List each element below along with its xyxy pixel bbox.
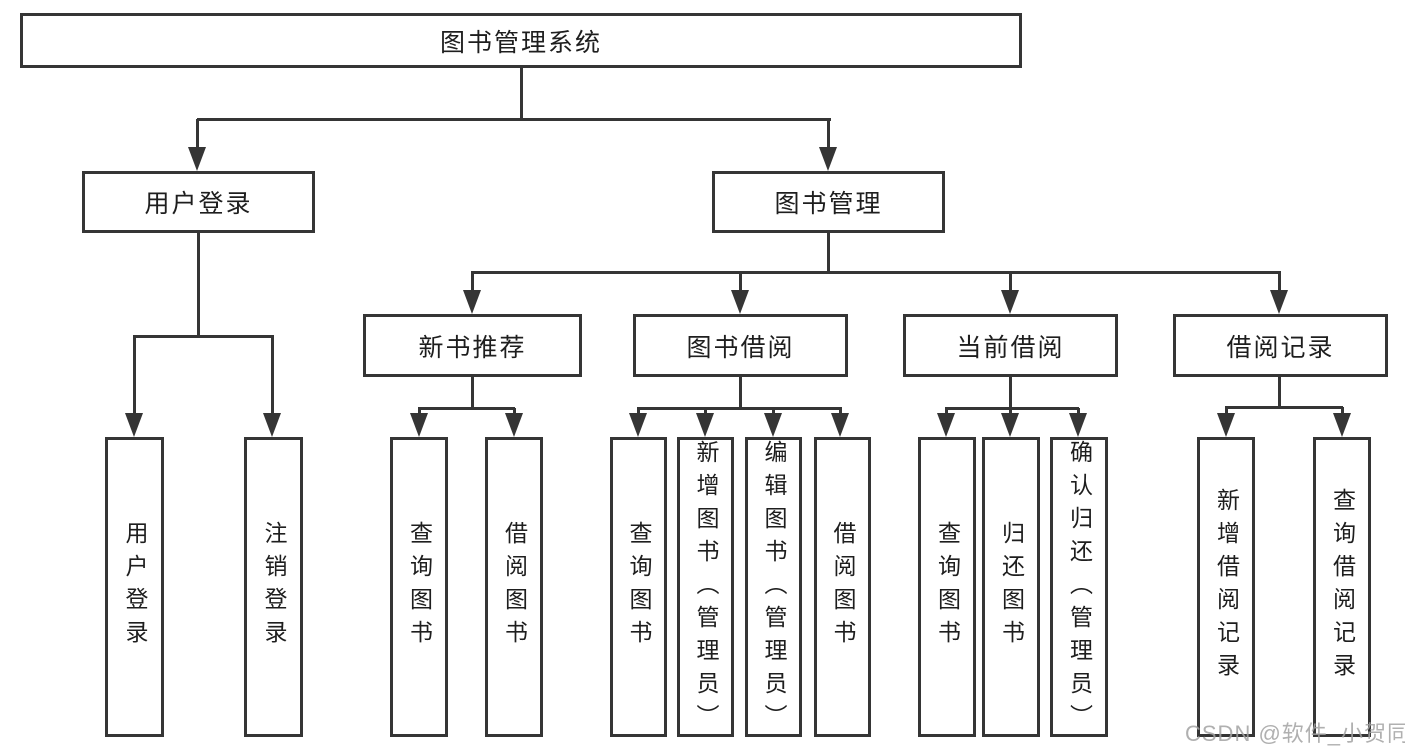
connector-stub-leaf — [1077, 408, 1080, 417]
leaf-edit-books-admin: 编辑图书（管理员） — [745, 437, 802, 737]
connector-stub-leaf — [945, 408, 948, 417]
arrow-down-icon — [819, 147, 837, 171]
connector-current-borrow-rail — [945, 407, 1079, 410]
connector-stub-new-book — [471, 272, 474, 292]
node-label: 编辑图书（管理员） — [761, 440, 787, 737]
arrow-down-icon — [125, 413, 143, 437]
arrow-down-icon — [1270, 290, 1288, 314]
node-label: 查询图书 — [406, 521, 433, 653]
connector-stub-leaf — [839, 408, 842, 417]
connector-stub-book-management — [827, 119, 830, 150]
connector-stub-leaf — [418, 408, 421, 417]
arrow-down-icon — [731, 290, 749, 314]
connector-stub-borrow-records — [1278, 272, 1281, 292]
node-label: 新增图书（管理员） — [693, 440, 719, 737]
watermark: CSDN @软件_小贺同学 — [1185, 721, 1405, 746]
connector-stub-leaf — [1341, 407, 1344, 416]
arrow-down-icon — [764, 413, 782, 437]
connector-current-borrow-stem — [1009, 377, 1012, 408]
node-label: 借阅记录 — [1226, 333, 1335, 362]
leaf-logout: 注销登录 — [244, 437, 303, 737]
node-library-management-system: 图书管理系统 — [20, 13, 1022, 68]
arrow-down-icon — [1217, 413, 1235, 437]
arrow-down-icon — [263, 413, 281, 437]
arrow-down-icon — [831, 413, 849, 437]
node-new-book-recommend: 新书推荐 — [363, 314, 582, 377]
connector-book-borrow-rail — [637, 407, 842, 410]
arrow-down-icon — [463, 290, 481, 314]
connector-stub-leaf — [133, 336, 136, 414]
leaf-query-books-borrow: 查询图书 — [610, 437, 667, 737]
connector-book-management-stem — [827, 233, 830, 272]
node-label: 归还图书 — [998, 521, 1025, 653]
node-label: 查询图书 — [934, 521, 961, 653]
connector-borrow-records-rail — [1225, 406, 1343, 409]
arrow-down-icon — [696, 413, 714, 437]
leaf-query-books-current: 查询图书 — [918, 437, 976, 737]
node-label: 用户登录 — [122, 521, 148, 653]
connector-stub-current-borrow — [1009, 272, 1012, 292]
leaf-add-books-admin: 新增图书（管理员） — [677, 437, 734, 737]
node-label: 图书管理 — [774, 190, 883, 218]
connector-new-book-stem — [471, 377, 474, 408]
arrow-down-icon — [1001, 290, 1019, 314]
node-label: 查询图书 — [626, 521, 652, 653]
arrow-down-icon — [188, 147, 206, 171]
leaf-user-login: 用户登录 — [105, 437, 164, 737]
node-book-borrow: 图书借阅 — [633, 314, 848, 377]
node-borrow-records: 借阅记录 — [1173, 314, 1388, 377]
arrow-down-icon — [505, 413, 523, 437]
connector-stub-leaf — [271, 336, 274, 414]
connector-root-stem — [520, 68, 523, 119]
node-label: 图书借阅 — [686, 333, 795, 362]
node-current-borrow: 当前借阅 — [903, 314, 1118, 377]
arrow-down-icon — [1069, 413, 1087, 437]
connector-stub-leaf — [1009, 408, 1012, 417]
connector-stub-leaf — [637, 408, 640, 417]
node-book-management: 图书管理 — [712, 171, 945, 233]
node-label: 图书管理系统 — [439, 28, 602, 57]
leaf-borrow-books: 借阅图书 — [814, 437, 871, 737]
connector-stub-leaf — [1225, 407, 1228, 416]
connector-level1-rail — [197, 118, 831, 121]
connector-user-login-stem — [197, 233, 200, 336]
node-label: 当前借阅 — [956, 333, 1065, 362]
arrow-down-icon — [1001, 413, 1019, 437]
arrow-down-icon — [410, 413, 428, 437]
leaf-borrow-books-recommend: 借阅图书 — [485, 437, 543, 737]
connector-stub-leaf — [772, 408, 775, 417]
connector-user-login-rail — [133, 335, 274, 338]
arrow-down-icon — [937, 413, 955, 437]
node-label: 注销登录 — [261, 521, 287, 653]
node-label: 查询借阅记录 — [1329, 488, 1356, 686]
connector-borrow-records-stem — [1278, 377, 1281, 407]
leaf-query-books-recommend: 查询图书 — [390, 437, 448, 737]
connector-level2-rail — [471, 271, 1281, 274]
node-label: 借阅图书 — [501, 521, 528, 653]
connector-stub-leaf — [704, 408, 707, 417]
connector-new-book-rail — [418, 407, 515, 410]
connector-stub-user-login — [196, 119, 199, 150]
node-label: 确认归还（管理员） — [1066, 440, 1093, 737]
arrow-down-icon — [1333, 413, 1351, 437]
node-label: 借阅图书 — [830, 521, 856, 653]
connector-stub-leaf — [513, 408, 516, 417]
leaf-query-borrow-record: 查询借阅记录 — [1313, 437, 1371, 737]
node-user-login: 用户登录 — [82, 171, 315, 233]
node-label: 新增借阅记录 — [1213, 488, 1240, 686]
node-label: 用户登录 — [144, 190, 253, 218]
connector-book-borrow-stem — [739, 377, 742, 408]
arrow-down-icon — [629, 413, 647, 437]
connector-stub-book-borrow — [739, 272, 742, 292]
leaf-confirm-return-admin: 确认归还（管理员） — [1050, 437, 1108, 737]
leaf-return-books: 归还图书 — [982, 437, 1040, 737]
node-label: 新书推荐 — [418, 333, 527, 362]
leaf-add-borrow-record: 新增借阅记录 — [1197, 437, 1255, 737]
